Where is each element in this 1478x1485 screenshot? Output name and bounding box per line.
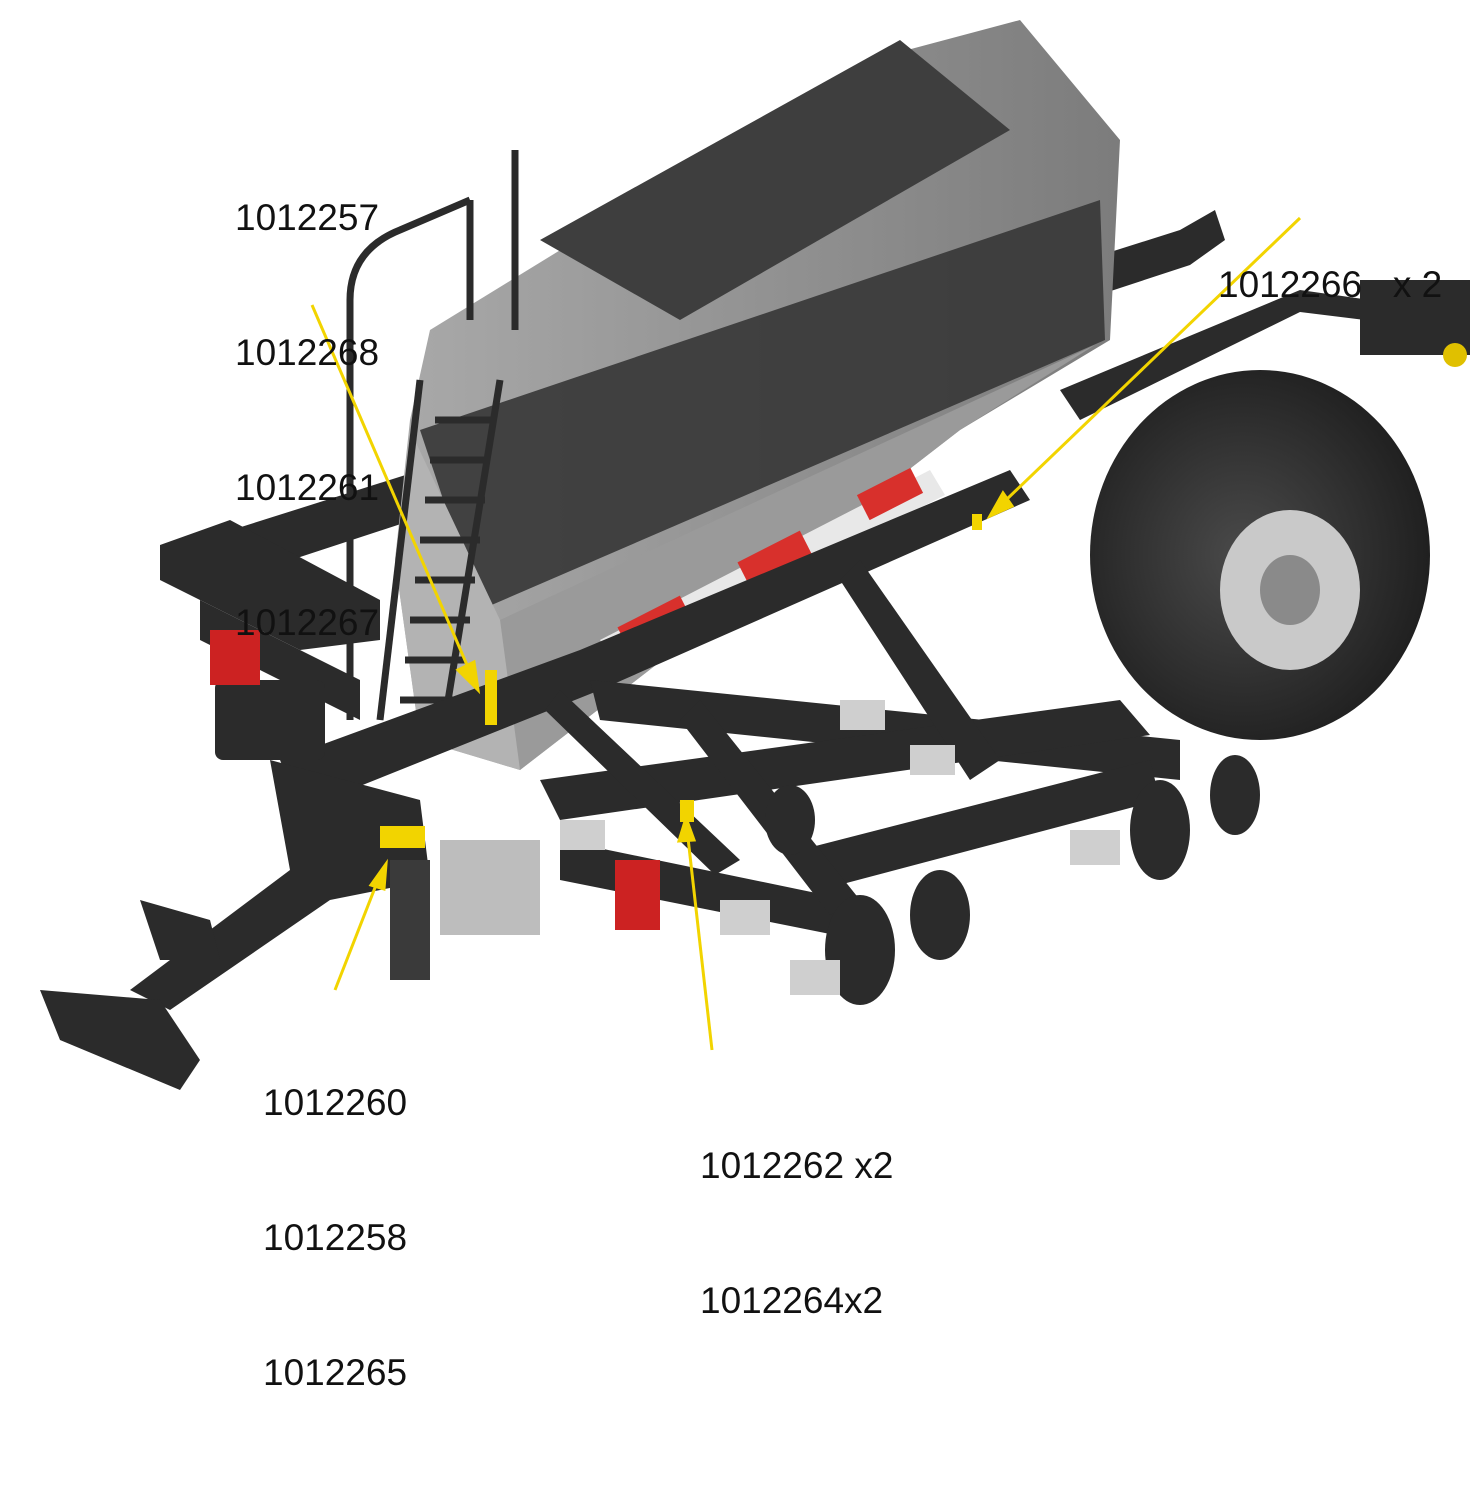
rear-wheel — [1090, 370, 1430, 740]
callout-top-right: 1012266 x 2 — [1218, 172, 1442, 397]
callout-bottom-left: 1012260 1012258 1012265 — [263, 990, 407, 1485]
arrowhead-bottom-center — [676, 813, 697, 843]
part-number: 1012264x2 — [700, 1280, 884, 1321]
part-number: 1012262 x2 — [700, 1145, 894, 1186]
leader-line-top-right — [1004, 216, 1302, 502]
decal-marker-icon — [380, 514, 982, 848]
part-number: 1012268 — [235, 332, 380, 373]
arrowhead-bottom-left — [368, 858, 388, 891]
leader-line-bottom-left — [333, 879, 380, 991]
opener-units — [560, 700, 1260, 1005]
part-number: 1012257 — [235, 197, 380, 238]
seed-drill-illustration — [40, 20, 1470, 1090]
drawbar-hitch — [40, 760, 540, 1090]
leader-lines — [310, 216, 1302, 1051]
diagram-canvas: 1012257 1012268 1012261 1012267 1012266 … — [40, 20, 1470, 1393]
leader-line-top-left — [310, 304, 472, 673]
leader-line-bottom-center — [686, 837, 714, 1051]
part-number: 1012261 — [235, 467, 380, 508]
ladder — [346, 150, 519, 751]
hopper-tank — [395, 20, 1120, 770]
part-number: 1012258 — [263, 1217, 408, 1258]
part-number: 1012265 — [263, 1352, 408, 1393]
main-frame — [160, 470, 1180, 940]
part-number: 1012267 — [235, 602, 380, 643]
callout-bottom-center: 1012262 x2 1012264x2 — [700, 1053, 893, 1413]
part-number: 1012266 x 2 — [1218, 264, 1443, 305]
arrowhead-top-right — [986, 490, 1015, 520]
part-number: 1012260 — [263, 1082, 408, 1123]
arrowhead-top-left — [455, 659, 481, 695]
callout-top-left: 1012257 1012268 1012261 1012267 — [235, 105, 379, 735]
